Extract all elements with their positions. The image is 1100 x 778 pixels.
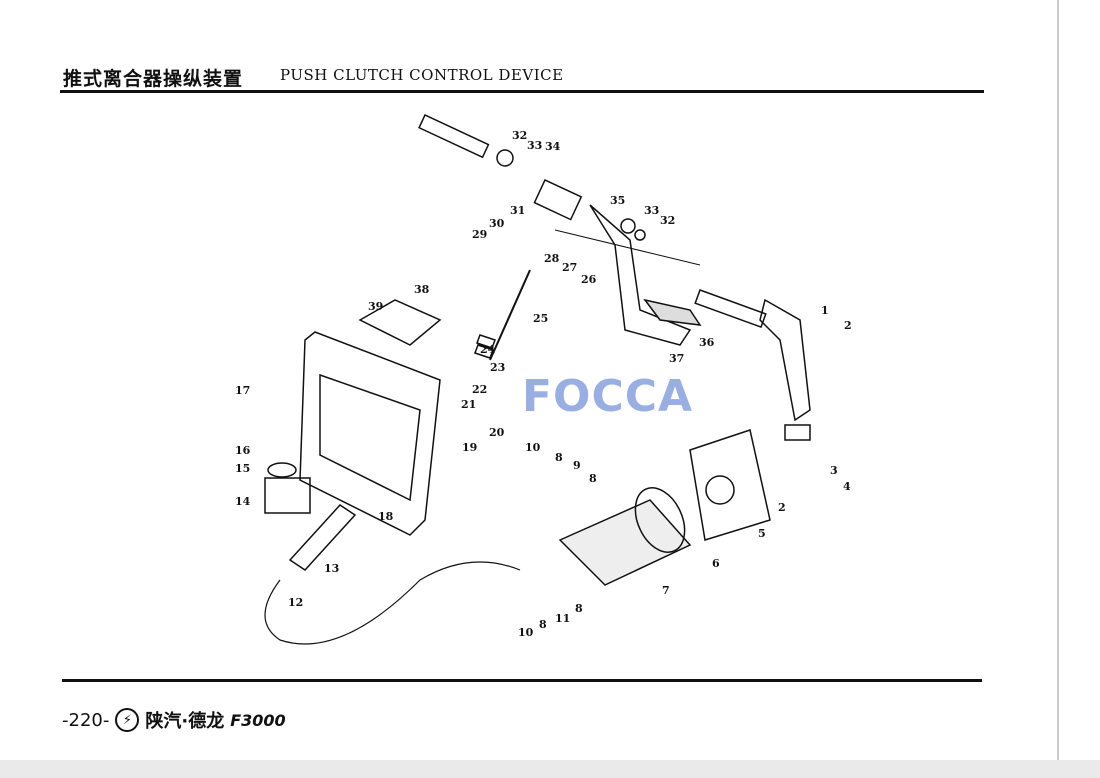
pedal-pad xyxy=(643,298,702,326)
callout: 34 xyxy=(545,140,561,153)
callout: 2 xyxy=(778,501,786,514)
callout: 33 xyxy=(644,204,659,217)
callout: 27 xyxy=(562,261,577,274)
pedal-bracket xyxy=(299,331,441,536)
callout: 33 xyxy=(527,139,542,152)
callout: 30 xyxy=(489,217,505,230)
callout: 20 xyxy=(489,426,505,439)
callout: 24 xyxy=(480,343,496,356)
callout: 31 xyxy=(510,204,525,217)
callout: 7 xyxy=(662,584,670,597)
footer-rule xyxy=(62,679,982,682)
page-title-cn: 推式离合器操纵装置 xyxy=(63,68,244,90)
callout: 12 xyxy=(288,596,303,609)
callout: 4 xyxy=(843,480,851,493)
callout: 9 xyxy=(573,459,581,472)
hydraulic-line xyxy=(264,561,521,645)
bushing xyxy=(496,149,514,167)
brand-name: 陕汽·德龙 xyxy=(145,711,225,732)
callout: 8 xyxy=(555,451,563,464)
servo-flange xyxy=(634,487,686,553)
callout: 8 xyxy=(575,602,583,615)
callout: 3 xyxy=(830,464,838,477)
page-number: -220- xyxy=(62,709,110,731)
callout: 37 xyxy=(669,352,684,365)
callout: 25 xyxy=(533,312,548,325)
servo-bracket xyxy=(689,429,771,541)
release-lever xyxy=(759,298,811,422)
callout: 28 xyxy=(544,252,560,265)
callout: 23 xyxy=(490,361,505,374)
pedal-shaft xyxy=(418,114,490,159)
callout: 19 xyxy=(462,441,477,454)
brand-logo-icon: ⚡ xyxy=(115,708,140,732)
callout: 35 xyxy=(610,194,625,207)
callout: 21 xyxy=(461,398,476,411)
leader-line xyxy=(554,229,701,266)
callout: 13 xyxy=(324,562,339,575)
callout: 8 xyxy=(589,472,597,485)
page-footer: -220- ⚡ 陕汽·德龙 F3000 xyxy=(62,707,286,733)
scan-edge xyxy=(0,760,1100,778)
callout: 14 xyxy=(235,495,251,508)
callout-labels: 32 33 34 35 31 33 32 30 29 28 27 26 38 3… xyxy=(235,129,852,639)
callout: 15 xyxy=(235,462,250,475)
callout: 26 xyxy=(581,273,597,286)
callout: 5 xyxy=(758,527,766,540)
page-edge xyxy=(1057,0,1059,778)
clevis xyxy=(784,424,811,441)
callout: 10 xyxy=(518,626,534,639)
callout: 2 xyxy=(844,319,852,332)
callout: 11 xyxy=(555,612,570,625)
spring xyxy=(474,334,496,359)
reservoir xyxy=(264,477,311,514)
master-cylinder xyxy=(288,504,357,571)
diagram-parts xyxy=(264,114,811,645)
header-rule xyxy=(60,90,984,93)
reservoir-cap xyxy=(267,462,297,478)
callout: 17 xyxy=(235,384,250,397)
callout: 36 xyxy=(699,336,715,349)
callout: 32 xyxy=(660,214,675,227)
model-name: F3000 xyxy=(230,710,286,730)
pedal-hub xyxy=(533,179,583,221)
page-title-en: PUSH CLUTCH CONTROL DEVICE xyxy=(280,66,564,84)
callout: 38 xyxy=(414,283,430,296)
callout: 8 xyxy=(539,618,547,631)
callout: 29 xyxy=(472,228,487,241)
release-shaft xyxy=(694,289,767,329)
callout: 22 xyxy=(472,383,487,396)
callout: 1 xyxy=(821,304,829,317)
watermark: FOCCA xyxy=(522,371,694,422)
bracket-hole xyxy=(705,475,735,505)
bracket-window xyxy=(319,373,421,502)
washer xyxy=(620,218,636,234)
push-rod xyxy=(489,269,531,361)
callout: 39 xyxy=(368,300,383,313)
callout: 10 xyxy=(525,441,541,454)
clutch-servo xyxy=(558,499,692,586)
clutch-pedal-arm xyxy=(589,204,692,346)
callout: 18 xyxy=(378,510,394,523)
bracket-plate xyxy=(358,299,442,346)
washer xyxy=(634,229,646,241)
callout: 32 xyxy=(512,129,527,142)
callout: 16 xyxy=(235,444,251,457)
callout: 6 xyxy=(712,557,720,570)
